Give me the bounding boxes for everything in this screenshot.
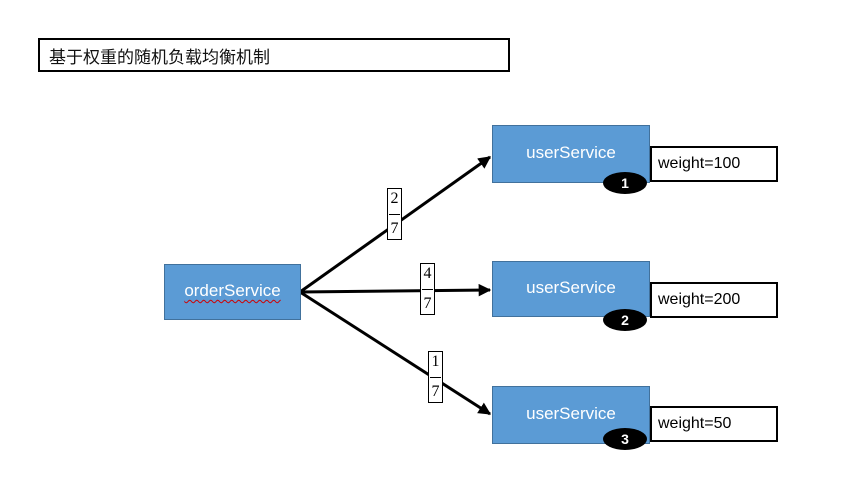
probability-fraction-3: 1 7 [428,351,443,403]
fraction-numerator-2: 4 [423,265,432,282]
weight-box-2: weight=200 [650,282,778,318]
weight-label-2: weight=200 [658,291,741,308]
fraction-bar-3 [430,376,441,378]
diagram-title-text: 基于权重的随机负载均衡机制 [49,47,270,68]
weight-box-3: weight=50 [650,406,778,442]
user-service-label-1: userService [526,143,616,162]
user-service-box-2: userService [492,261,650,317]
fraction-denominator-1: 7 [390,220,399,237]
arrow-to-user-service-2 [299,283,492,297]
probability-fraction-2: 4 7 [420,263,435,315]
index-badge-label-3: 3 [621,431,629,447]
fraction-denominator-3: 7 [431,383,440,400]
user-service-label-3: userService [526,404,616,423]
fraction-denominator-2: 7 [423,295,432,312]
user-service-label-2: userService [526,278,616,297]
index-badge-label-1: 1 [621,175,629,191]
fraction-bar-1 [389,213,400,215]
index-badge-3: 3 [603,428,647,450]
index-badge-1: 1 [603,172,647,194]
fraction-numerator-3: 1 [431,353,440,370]
weight-label-3: weight=50 [658,415,732,432]
fraction-bar-2 [422,288,433,290]
probability-fraction-1: 2 7 [387,188,402,240]
order-service-box: orderService [164,264,301,320]
index-badge-label-2: 2 [621,312,629,328]
index-badge-2: 2 [603,309,647,331]
diagram-title: 基于权重的随机负载均衡机制 [38,38,510,72]
fraction-numerator-1: 2 [390,190,399,207]
arrow-to-user-service-3 [299,290,492,416]
weight-label-1: weight=100 [658,155,741,172]
weight-box-1: weight=100 [650,146,778,182]
order-service-label: orderService [184,281,281,300]
